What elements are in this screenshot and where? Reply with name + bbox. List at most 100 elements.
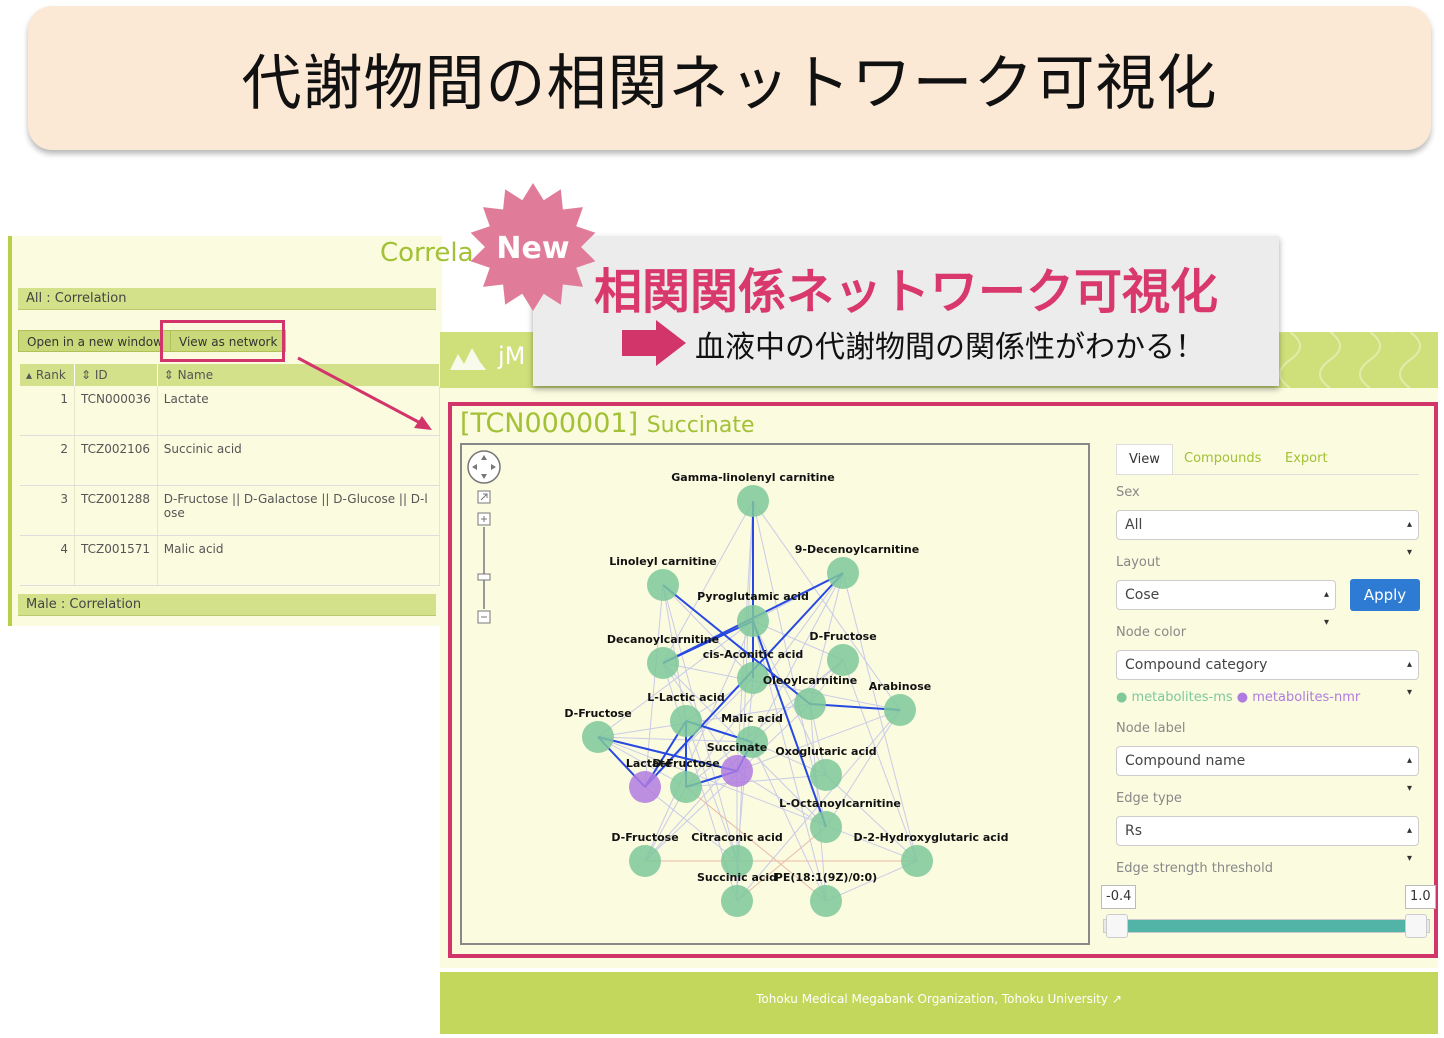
select-arrow-icon: ▴▾ (1406, 659, 1412, 698)
network-node[interactable] (629, 771, 661, 803)
network-node-label: L-Lactic acid (647, 691, 725, 704)
network-node[interactable] (810, 811, 842, 843)
select-arrow-icon: ▴▾ (1406, 755, 1412, 794)
open-new-window-button[interactable]: Open in a new window (18, 330, 172, 352)
network-node[interactable] (721, 885, 753, 917)
network-node-label: Oleoylcarnitine (763, 674, 857, 687)
network-edge (736, 709, 901, 772)
network-edge (662, 584, 754, 679)
node-label-select[interactable]: Compound name▴▾ (1116, 746, 1419, 794)
fit-icon[interactable] (477, 490, 491, 504)
network-node-label: Oxoglutaric acid (775, 745, 876, 758)
node-color-select[interactable]: Compound category▴▾ (1116, 650, 1419, 698)
network-edge (644, 786, 738, 862)
network-node-label: Malic acid (721, 712, 783, 725)
edge-type-select[interactable]: Rs▴▾ (1116, 816, 1419, 864)
section-male-correlation[interactable]: Male : Correlation (18, 594, 436, 616)
network-node[interactable] (721, 845, 753, 877)
apply-button[interactable]: Apply (1350, 579, 1420, 611)
network-node[interactable] (737, 662, 769, 694)
network-node-label: D-Fructose (564, 707, 631, 720)
network-node[interactable] (629, 845, 661, 877)
app-footer (440, 972, 1438, 1034)
network-node-label: D-Fructose (611, 831, 678, 844)
network-edge (736, 500, 754, 772)
edge-type-label: Edge type (1116, 791, 1182, 806)
section-all-correlation[interactable]: All : Correlation (18, 288, 436, 310)
network-highlight-frame (448, 402, 1438, 958)
threshold-slider-min-handle[interactable] (1106, 914, 1128, 938)
network-edge (644, 584, 664, 788)
network-node[interactable] (827, 644, 859, 676)
network-node[interactable] (647, 569, 679, 601)
network-edge (597, 620, 754, 738)
zoom-in-icon[interactable] (477, 512, 491, 526)
table-header-row: ▴ Rank ⇕ ID ⇕ Name (20, 364, 441, 386)
network-node[interactable] (721, 755, 753, 787)
network-edge (597, 736, 918, 862)
top-nav: | Help | About | (1280, 318, 1395, 333)
network-node[interactable] (794, 688, 826, 720)
new-badge-icon: New (470, 183, 596, 311)
correlation-list-window: All : Correlation Open in a new window V… (8, 236, 442, 626)
network-node[interactable] (810, 759, 842, 791)
node-label-label: Node label (1116, 721, 1186, 736)
sex-select[interactable]: All▴▾ (1116, 510, 1419, 558)
tab-compounds[interactable]: Compounds (1184, 451, 1262, 466)
network-graph[interactable]: Gamma-linolenyl carnitine9-Decenoylcarni… (462, 445, 1088, 943)
strong-network-edge (752, 620, 827, 828)
network-edge (751, 741, 827, 902)
layout-label: Layout (1116, 555, 1161, 570)
zoom-out-icon[interactable] (477, 610, 491, 624)
tab-view[interactable]: View (1116, 444, 1173, 474)
view-as-network-button[interactable]: View as network (170, 330, 287, 352)
network-node[interactable] (737, 485, 769, 517)
network-edge (736, 770, 827, 828)
network-node[interactable] (670, 705, 702, 737)
column-header-rank[interactable]: ▴ Rank (20, 364, 75, 386)
network-edge (752, 620, 844, 661)
zoom-slider-handle[interactable] (477, 573, 491, 581)
network-node[interactable] (827, 557, 859, 589)
network-node[interactable] (670, 771, 702, 803)
layout-select[interactable]: Cose▴▾ (1116, 580, 1336, 628)
pan-control-icon[interactable] (467, 450, 501, 484)
strong-network-edge (662, 620, 754, 664)
network-node[interactable] (884, 694, 916, 726)
threshold-slider-max-handle[interactable] (1405, 914, 1427, 938)
tab-export[interactable]: Export (1285, 451, 1328, 466)
network-node-label: L-Octanoylcarnitine (779, 797, 901, 810)
network-node[interactable] (582, 721, 614, 753)
callout-title: 相関関係ネットワーク可視化 (594, 264, 1219, 320)
nav-help-link[interactable]: Help (1292, 318, 1323, 333)
slide-title: 代謝物間の相関ネットワーク可視化 (241, 48, 1218, 119)
network-edge (597, 736, 687, 788)
nav-about-link[interactable]: About (1343, 318, 1382, 333)
app-name: jM (498, 342, 526, 370)
network-button-highlight (160, 320, 285, 362)
new-badge-label: New (496, 231, 569, 266)
network-nodes: Gamma-linolenyl carnitine9-Decenoylcarni… (564, 471, 1008, 917)
column-header-name[interactable]: ⇕ Name (157, 364, 441, 386)
network-edge (825, 860, 918, 902)
network-node[interactable] (901, 845, 933, 877)
network-edge (662, 662, 901, 711)
column-header-id[interactable]: ⇕ ID (74, 364, 158, 386)
network-node[interactable] (647, 647, 679, 679)
network-node-label: Gamma-linolenyl carnitine (671, 471, 834, 484)
network-edge (685, 774, 827, 788)
network-node[interactable] (737, 605, 769, 637)
network-node[interactable] (736, 726, 768, 758)
network-node[interactable] (810, 885, 842, 917)
sex-label: Sex (1116, 485, 1140, 500)
network-edge (825, 774, 918, 862)
sort-icon: ⇕ (81, 368, 95, 382)
callout-subtitle: 血液中の代謝物間の関係性がわかる！ (695, 330, 1205, 365)
legend-dot-icon: ● (1236, 690, 1249, 705)
